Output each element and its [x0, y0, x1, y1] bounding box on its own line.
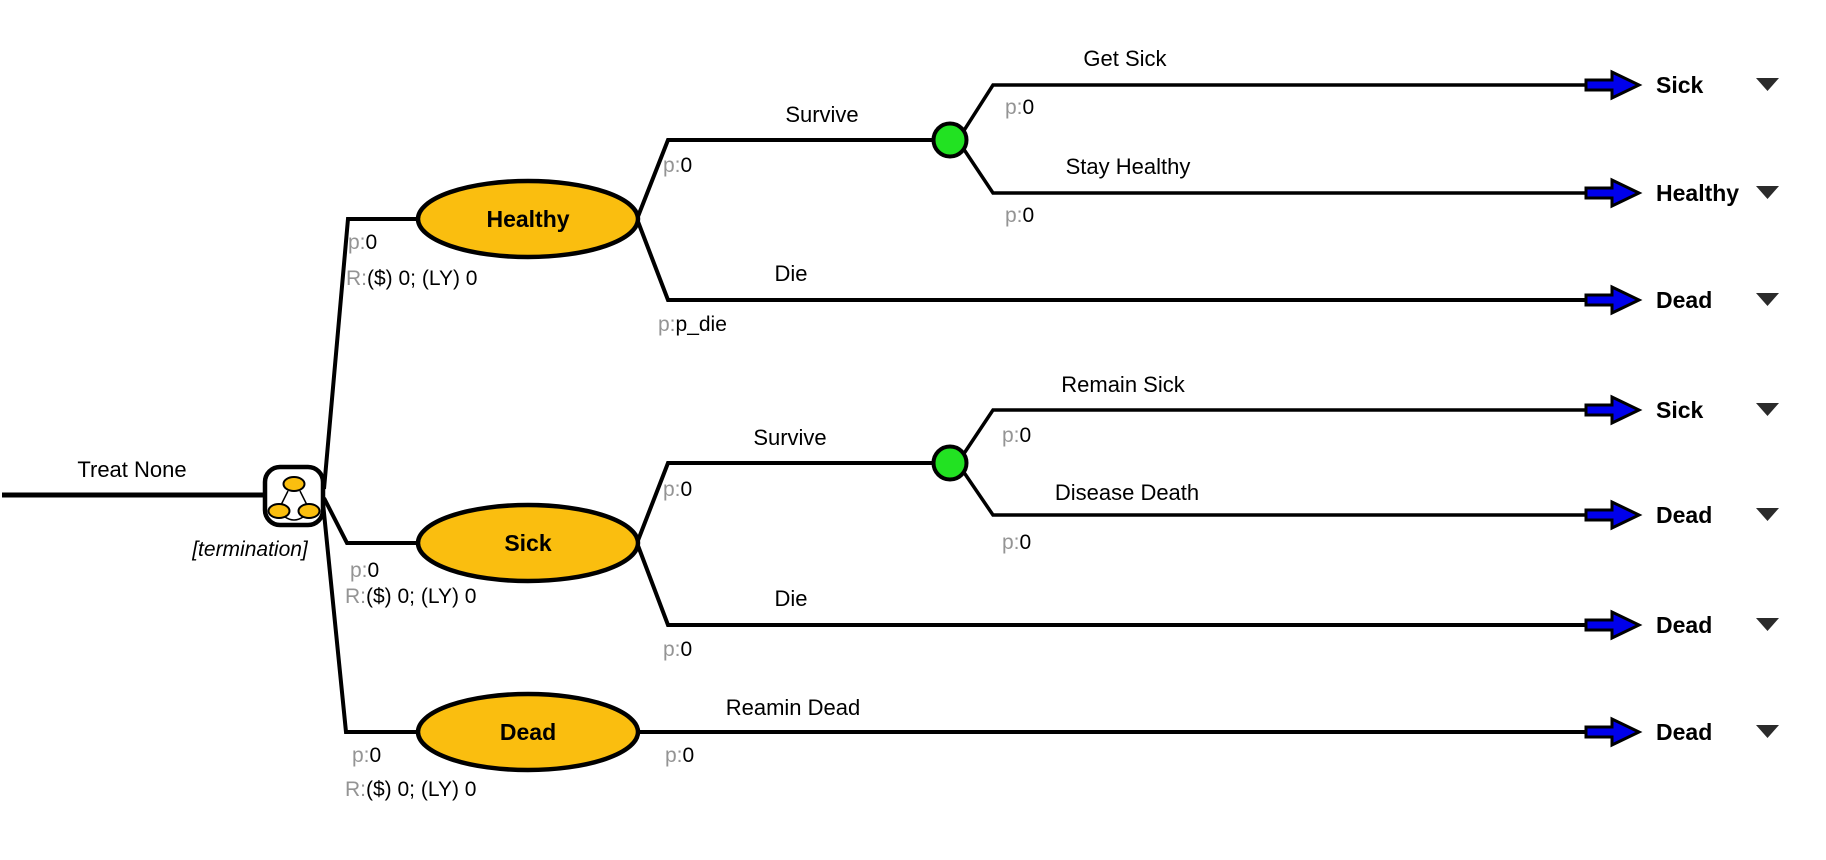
branch-label-remain-sick[interactable]: Remain Sick [1061, 372, 1185, 397]
probability-field-disease-death[interactable]: p:0 [1002, 531, 1031, 554]
reward-field-healthy[interactable]: R:($) 0; (LY) 0 [346, 267, 477, 290]
terminal-arrow-icon[interactable] [1584, 609, 1643, 641]
probability-field-sick-die[interactable]: p:0 [663, 638, 692, 661]
terminal-arrow-icon[interactable] [1584, 284, 1643, 316]
branch-line-dead [321, 502, 418, 734]
branch-line-disease-death [961, 470, 1588, 517]
terminal-node-row1: Sick [1584, 69, 1779, 101]
chance-node-sick-survive[interactable] [931, 444, 969, 482]
branch-line-get-sick [961, 83, 1588, 133]
terminal-node-row6: Dead [1584, 609, 1779, 641]
branch-line-sick-die [635, 542, 1588, 627]
probability-field-sick-survive[interactable]: p:0 [663, 478, 692, 501]
state-name-healthy[interactable]: Healthy [486, 206, 569, 232]
terminal-node-row3: Dead [1584, 284, 1779, 316]
terminal-node-row2: Healthy [1584, 177, 1779, 209]
branch-label-stay-healthy[interactable]: Stay Healthy [1066, 154, 1191, 179]
probability-field-remain-sick[interactable]: p:0 [1002, 424, 1031, 447]
branch-label-remain-dead[interactable]: Reamin Dead [726, 695, 861, 720]
branch-line-sick [322, 497, 418, 545]
probability-field-get-sick[interactable]: p:0 [1005, 96, 1034, 119]
terminal-state-label[interactable]: Dead [1656, 287, 1712, 313]
probability-field-healthy-survive[interactable]: p:0 [663, 154, 692, 177]
markov-node[interactable] [262, 464, 326, 528]
terminal-arrow-icon[interactable] [1584, 499, 1643, 531]
branch-label-sick-die[interactable]: Die [774, 586, 807, 611]
branch-line-stay-healthy [961, 147, 1588, 195]
markov-node-inner-links [280, 490, 308, 521]
branch-label-healthy-die[interactable]: Die [774, 261, 807, 286]
probability-field-stay-healthy[interactable]: p:0 [1005, 204, 1034, 227]
branch-label-disease-death[interactable]: Disease Death [1055, 480, 1199, 505]
terminal-node-row7: Dead [1584, 716, 1779, 748]
root-branch-label[interactable]: Treat None [77, 457, 186, 482]
terminal-state-label[interactable]: Dead [1656, 719, 1712, 745]
state-node-healthy[interactable] [415, 178, 641, 260]
terminal-arrow-icon[interactable] [1584, 394, 1643, 426]
branch-line-healthy [322, 217, 418, 490]
markov-mini-state-top-icon [282, 476, 306, 492]
probability-field-remain-dead[interactable]: p:0 [665, 744, 694, 767]
branch-label-sick-survive[interactable]: Survive [753, 425, 826, 450]
state-name-dead[interactable]: Dead [500, 719, 556, 745]
terminal-state-label[interactable]: Dead [1656, 502, 1712, 528]
branch-line-sick-survive [635, 461, 950, 544]
chance-node-healthy-survive[interactable] [931, 121, 969, 159]
markov-mini-state-left-icon [267, 503, 291, 519]
probability-field-dead[interactable]: p:0 [352, 744, 381, 767]
terminal-node-row5: Dead [1584, 499, 1779, 531]
branch-label-healthy-survive[interactable]: Survive [785, 102, 858, 127]
probability-field-sick[interactable]: p:0 [350, 559, 379, 582]
branch-line-healthy-die [635, 218, 1588, 302]
dropdown-triangle-icon[interactable] [1756, 78, 1779, 91]
terminal-state-label[interactable]: Dead [1656, 612, 1712, 638]
terminal-state-label[interactable]: Sick [1656, 72, 1704, 98]
terminal-node-row4: Sick [1584, 394, 1779, 426]
reward-field-sick[interactable]: R:($) 0; (LY) 0 [345, 585, 476, 608]
dropdown-triangle-icon[interactable] [1756, 186, 1779, 199]
terminal-state-label[interactable]: Sick [1656, 397, 1704, 423]
dropdown-triangle-icon[interactable] [1756, 293, 1779, 306]
dropdown-triangle-icon[interactable] [1756, 725, 1779, 738]
branch-line-remain-sick [961, 408, 1588, 456]
termination-binding-label[interactable]: [termination] [191, 538, 309, 561]
state-node-dead[interactable] [415, 691, 641, 773]
probability-field-healthy[interactable]: p:0 [348, 231, 377, 254]
terminal-state-label[interactable]: Healthy [1656, 180, 1739, 206]
dropdown-triangle-icon[interactable] [1756, 403, 1779, 416]
dropdown-triangle-icon[interactable] [1756, 508, 1779, 521]
terminal-arrow-icon[interactable] [1584, 716, 1643, 748]
probability-field-healthy-die[interactable]: p:p_die [658, 313, 727, 336]
terminal-arrow-icon[interactable] [1584, 69, 1643, 101]
dropdown-triangle-icon[interactable] [1756, 618, 1779, 631]
branch-label-get-sick[interactable]: Get Sick [1083, 46, 1167, 71]
terminal-arrow-icon[interactable] [1584, 177, 1643, 209]
reward-field-dead[interactable]: R:($) 0; (LY) 0 [345, 778, 476, 801]
markov-mini-state-right-icon [297, 503, 321, 519]
state-node-sick[interactable] [415, 502, 641, 584]
branch-line-healthy-survive [635, 138, 950, 220]
state-name-sick[interactable]: Sick [504, 530, 552, 556]
